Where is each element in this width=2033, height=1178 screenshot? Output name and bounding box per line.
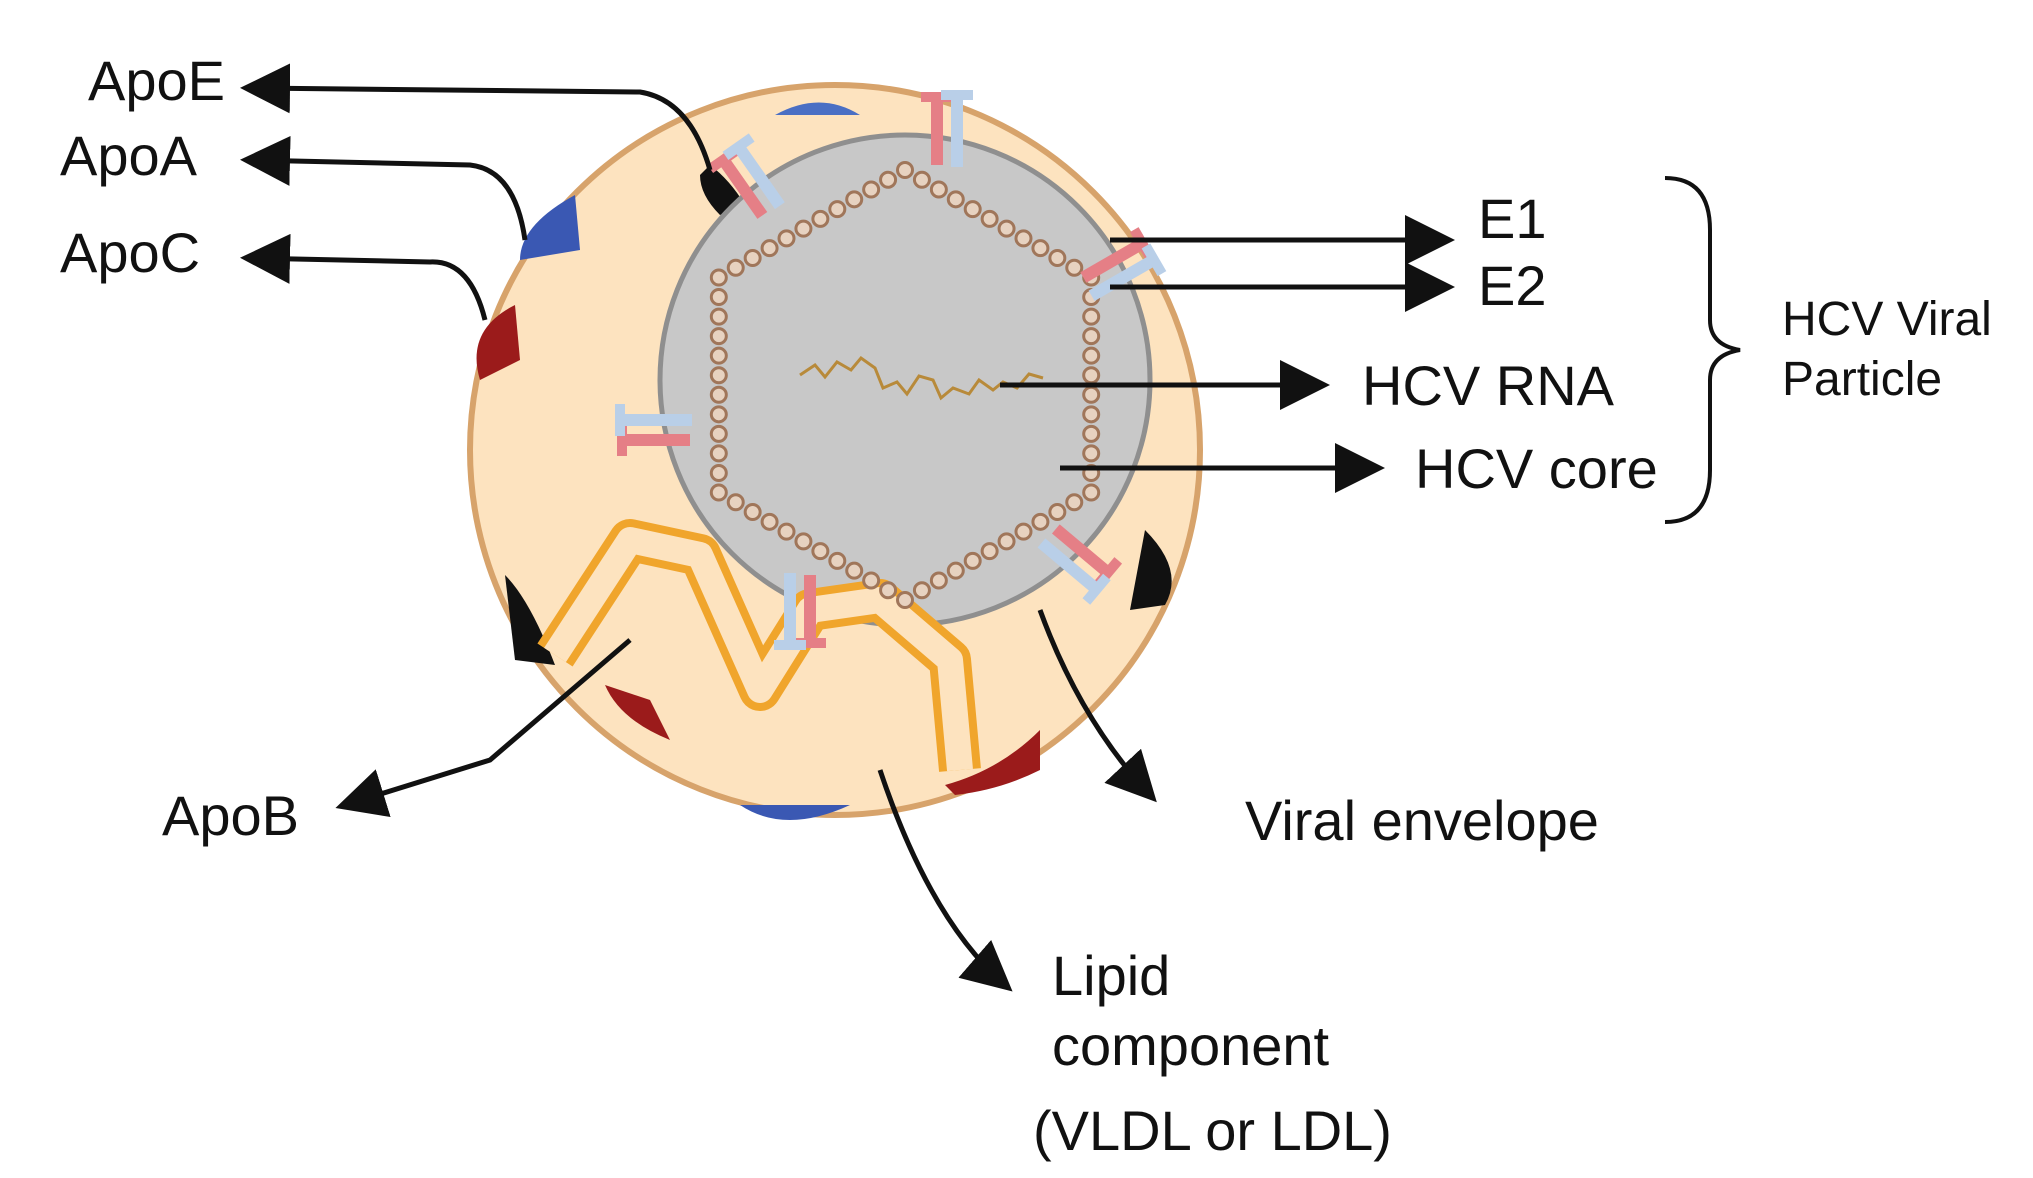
capsid-bead: [980, 542, 999, 561]
capsid-bead: [1082, 366, 1101, 385]
capsid-bead: [709, 405, 728, 424]
label-apoc: ApoC: [60, 221, 200, 284]
apoc-cap: [476, 305, 520, 380]
apoa-cap: [520, 195, 580, 260]
label-hcv-viral-particle-line1: HCV Viral: [1782, 293, 1992, 346]
capsid-bead: [862, 180, 881, 199]
capsid-bead: [1082, 346, 1101, 365]
viral-envelope-arrow: [1037, 609, 1157, 803]
capsid-bead: [777, 522, 796, 541]
capsid-bead: [709, 444, 728, 463]
capsid-bead: [862, 571, 881, 590]
capsid-bead: [726, 493, 745, 512]
capsid-bead: [879, 170, 898, 189]
label-lipid-line2: component: [1052, 1014, 1330, 1077]
viral-particle-brace: [1664, 176, 1741, 524]
capsid-bead: [1048, 248, 1067, 267]
hcv-capsid: [709, 161, 1101, 609]
capsid-bead: [1014, 229, 1033, 248]
label-apob: ApoB: [162, 784, 299, 847]
label-viral-envelope: Viral envelope: [1245, 789, 1599, 852]
capsid-bead: [709, 366, 728, 385]
capsid-bead: [1065, 258, 1084, 277]
capsid-bead: [1048, 503, 1067, 522]
capsid-bead: [912, 170, 931, 189]
label-e1: E1: [1478, 187, 1547, 250]
capsid-bead: [963, 200, 982, 219]
apob-arrow: [335, 638, 632, 818]
apoe-cap: [1130, 530, 1172, 610]
capsid-bead: [1082, 385, 1101, 404]
capsid-bead: [726, 258, 745, 277]
label-hcv-core: HCV core: [1415, 437, 1658, 500]
capsid-bead: [912, 581, 931, 600]
label-apoa: ApoA: [60, 124, 198, 187]
glycoprotein-spikes: [615, 90, 1167, 650]
capsid-bead: [997, 532, 1016, 551]
capsid-bead: [811, 209, 830, 228]
capsid-bead: [1065, 493, 1084, 512]
capsid-bead: [828, 200, 847, 219]
capsid-bead: [997, 219, 1016, 238]
capsid-bead: [1082, 424, 1101, 443]
capsid-bead: [709, 268, 728, 287]
capsid-bead: [709, 327, 728, 346]
capsid-bead: [1031, 512, 1050, 531]
capsid-bead: [929, 180, 948, 199]
capsid-bead: [709, 346, 728, 365]
apoa-cap: [740, 805, 850, 820]
capsid-bead: [1082, 307, 1101, 326]
capsid-bead: [929, 571, 948, 590]
label-e2: E2: [1478, 254, 1547, 317]
capsid-bead: [1082, 483, 1101, 502]
capsid-bead: [794, 219, 813, 238]
capsid-bead: [1031, 239, 1050, 258]
label-hcv-rna: HCV RNA: [1362, 354, 1615, 417]
capsid-bead: [709, 307, 728, 326]
label-hcv-viral-particle-line2: Particle: [1782, 353, 1942, 406]
label-apoe: ApoE: [88, 49, 225, 112]
capsid-bead: [709, 288, 728, 307]
capsid-bead: [963, 551, 982, 570]
capsid-bead: [896, 161, 914, 179]
apoa-arrow: [240, 135, 528, 241]
lipid-component-arrow: [877, 769, 1013, 992]
capsid-bead: [760, 512, 779, 531]
capsid-bead: [946, 561, 965, 580]
apoe-arrow: [240, 63, 713, 171]
capsid-bead: [1014, 522, 1033, 541]
capsid-bead: [896, 591, 914, 609]
label-lipid-line1: Lipid: [1052, 944, 1170, 1007]
capsid-bead: [1082, 327, 1101, 346]
capsid-bead: [760, 239, 779, 258]
capsid-bead: [980, 209, 999, 228]
apoc-cap: [605, 685, 670, 740]
capsid-bead: [828, 551, 847, 570]
capsid-bead: [709, 483, 728, 502]
label-lipid-line3: (VLDL or LDL): [1033, 1099, 1392, 1162]
capsid-bead: [709, 463, 728, 482]
capsid-bead: [743, 503, 762, 522]
apoc-cap: [945, 730, 1040, 795]
apoc-arrow: [240, 233, 488, 321]
capsid-bead: [794, 532, 813, 551]
capsid-bead: [743, 248, 762, 267]
capsid-bead: [1082, 444, 1101, 463]
capsid-bead: [777, 229, 796, 248]
capsid-bead: [811, 542, 830, 561]
capsid-bead: [1082, 405, 1101, 424]
capsid-bead: [709, 424, 728, 443]
capsid-bead: [946, 190, 965, 209]
capsid-bead: [845, 190, 864, 209]
apoa-cap: [775, 102, 860, 115]
capsid-bead: [879, 581, 898, 600]
capsid-bead: [709, 385, 728, 404]
capsid-bead: [845, 561, 864, 580]
hcv-rna-strand: [799, 355, 1044, 401]
